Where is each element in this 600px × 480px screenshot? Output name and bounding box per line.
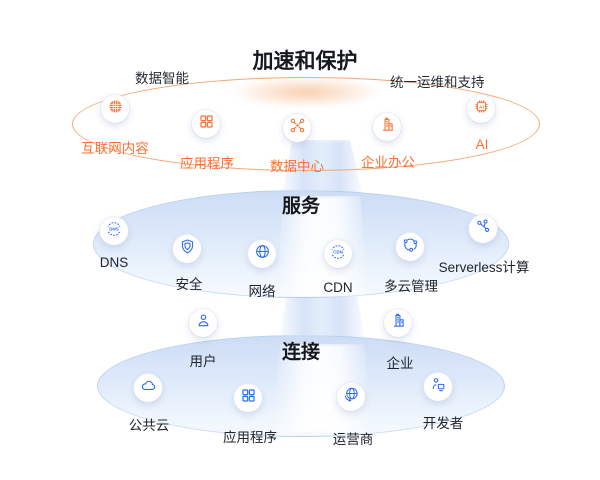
multicloud-cycle-icon — [402, 236, 419, 258]
node-apps-bottom — [234, 384, 262, 412]
apps-grid-icon — [198, 113, 215, 135]
label-cdn: CDN — [323, 280, 353, 295]
funnel-services-highlight — [275, 196, 369, 296]
public-cloud-icon — [140, 377, 157, 399]
label-internet-content: 互联网内容 — [81, 141, 149, 156]
node-carrier — [337, 383, 365, 411]
enterprise-building-icon — [390, 312, 407, 334]
node-security — [173, 235, 201, 263]
node-public-cloud — [134, 374, 162, 402]
node-developer — [424, 373, 452, 401]
apps-grid-icon — [240, 387, 257, 409]
tier-title-accelerate: 加速和保护 — [252, 50, 358, 73]
tier-title-services: 服务 — [281, 196, 321, 217]
node-enterprise — [384, 309, 412, 337]
label-ai: AI — [475, 137, 489, 152]
node-user — [189, 309, 217, 337]
label-security: 安全 — [175, 277, 203, 292]
label-dns: DNS — [99, 255, 129, 270]
label-user: 用户 — [189, 354, 217, 369]
node-datacenter — [283, 114, 311, 142]
label-office: 企业办公 — [361, 155, 415, 170]
serverless-nodes-icon — [475, 218, 492, 240]
node-serverless — [469, 215, 497, 243]
developer-icon — [430, 376, 447, 398]
datacenter-hub-icon — [289, 117, 306, 139]
carrier-globe-icon — [343, 386, 360, 408]
label-multicloud: 多云管理 — [384, 279, 438, 294]
dns-globe-icon: DNS — [105, 220, 123, 243]
cdn-globe-icon: CDN — [329, 243, 347, 266]
node-cdn: CDN — [324, 240, 352, 268]
tier-title-connect: 连接 — [281, 342, 321, 363]
svg-text:AI: AI — [479, 104, 485, 110]
svg-text:CDN: CDN — [333, 249, 343, 254]
node-network — [248, 240, 276, 268]
label-developer: 开发者 — [422, 416, 464, 431]
office-building-icon — [379, 116, 396, 138]
svg-text:DNS: DNS — [109, 226, 119, 231]
shield-icon — [179, 238, 196, 260]
label-datacenter: 数据中心 — [270, 159, 324, 174]
label-network: 网络 — [248, 284, 276, 299]
label-apps-bottom: 应用程序 — [223, 430, 277, 445]
node-ai: AI — [467, 95, 495, 123]
label-serverless: Serverless计算 — [438, 260, 530, 275]
label-enterprise: 企业 — [386, 356, 414, 371]
ai-chip-icon: AI — [473, 98, 490, 120]
user-icon — [195, 312, 212, 334]
globe-grid-icon — [107, 98, 124, 120]
node-apps-top — [192, 110, 220, 138]
label-carrier: 运营商 — [332, 432, 374, 447]
label-apps-top: 应用程序 — [180, 156, 234, 171]
side-label-data-intelligence: 数据智能 — [135, 71, 189, 86]
top-tier-glow — [231, 76, 381, 108]
node-office — [373, 113, 401, 141]
node-dns: DNS — [100, 217, 128, 245]
label-public-cloud: 公共云 — [128, 418, 170, 433]
side-label-unified-ops: 统一运维和支持 — [390, 75, 485, 90]
network-globe-icon — [254, 243, 271, 265]
node-internet-content — [101, 95, 129, 123]
node-multicloud — [396, 233, 424, 261]
